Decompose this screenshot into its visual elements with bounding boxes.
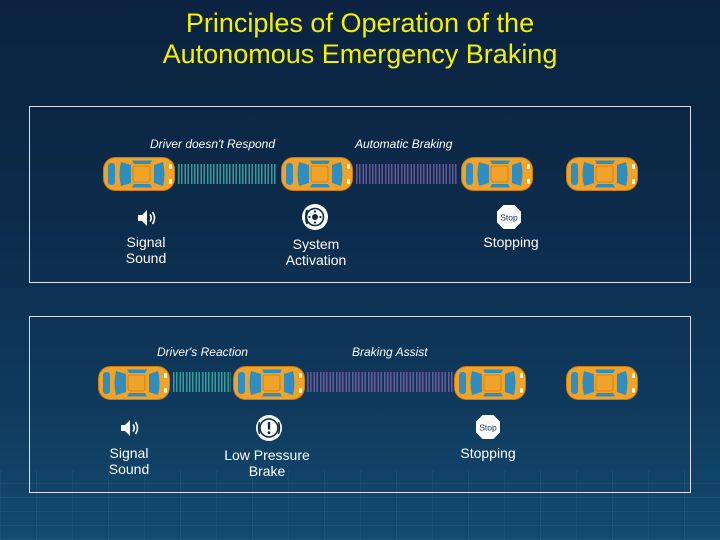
car — [97, 365, 171, 401]
car — [102, 156, 176, 192]
label-line: Signal — [126, 234, 166, 250]
stop-sign-icon: Stop — [475, 414, 501, 445]
background-grid — [0, 470, 720, 540]
speaker-icon — [118, 417, 142, 444]
phase-label: Driver doesn't Respond — [150, 137, 276, 151]
label-line: Activation — [285, 252, 347, 268]
stop-sign-text: Stop — [479, 423, 497, 433]
transition-stripe-driver — [178, 164, 276, 184]
label-line: Stopping — [483, 234, 539, 250]
scenario-panel-driver-reaction: Driver's Reaction Braking Assist Signal … — [29, 316, 691, 493]
speaker-icon — [135, 207, 159, 234]
car — [565, 365, 639, 401]
stop-sign-icon: Stop — [496, 204, 522, 235]
car — [453, 365, 527, 401]
step-label-signal-sound: Signal Sound — [69, 445, 189, 477]
car — [280, 156, 354, 192]
transition-stripe-braking — [356, 164, 458, 184]
label-line: Low Pressure — [224, 447, 310, 463]
scenario-panel-no-response: Driver doesn't Respond Automatic Braking… — [29, 106, 691, 283]
label-line: Sound — [108, 461, 150, 477]
label-line: Brake — [248, 463, 286, 479]
car — [565, 156, 639, 192]
step-label-low-pressure-brake: Low Pressure Brake — [207, 447, 327, 479]
label-line: Sound — [125, 250, 167, 266]
car — [232, 365, 306, 401]
step-label-system-activation: System Activation — [256, 236, 376, 268]
car — [460, 156, 534, 192]
transition-stripe-driver — [173, 372, 231, 392]
label-line: Stopping — [460, 445, 516, 461]
title-line-2: Autonomous Emergency Braking — [162, 39, 558, 69]
page-title: Principles of Operation of the Autonomou… — [0, 8, 720, 70]
stop-sign-text: Stop — [500, 213, 518, 223]
brake-warning-icon — [255, 414, 283, 447]
phase-label: Automatic Braking — [355, 137, 453, 151]
phase-label: Braking Assist — [352, 345, 428, 359]
transition-stripe-braking — [307, 372, 453, 392]
step-label-stopping: Stopping — [451, 234, 571, 250]
step-label-stopping: Stopping — [428, 445, 548, 461]
brake-disc-icon — [301, 203, 329, 236]
phase-label: Driver's Reaction — [157, 345, 248, 359]
title-line-1: Principles of Operation of the — [185, 8, 535, 38]
label-line: Signal — [109, 445, 149, 461]
step-label-signal-sound: Signal Sound — [86, 234, 206, 266]
label-line: System — [292, 236, 340, 252]
